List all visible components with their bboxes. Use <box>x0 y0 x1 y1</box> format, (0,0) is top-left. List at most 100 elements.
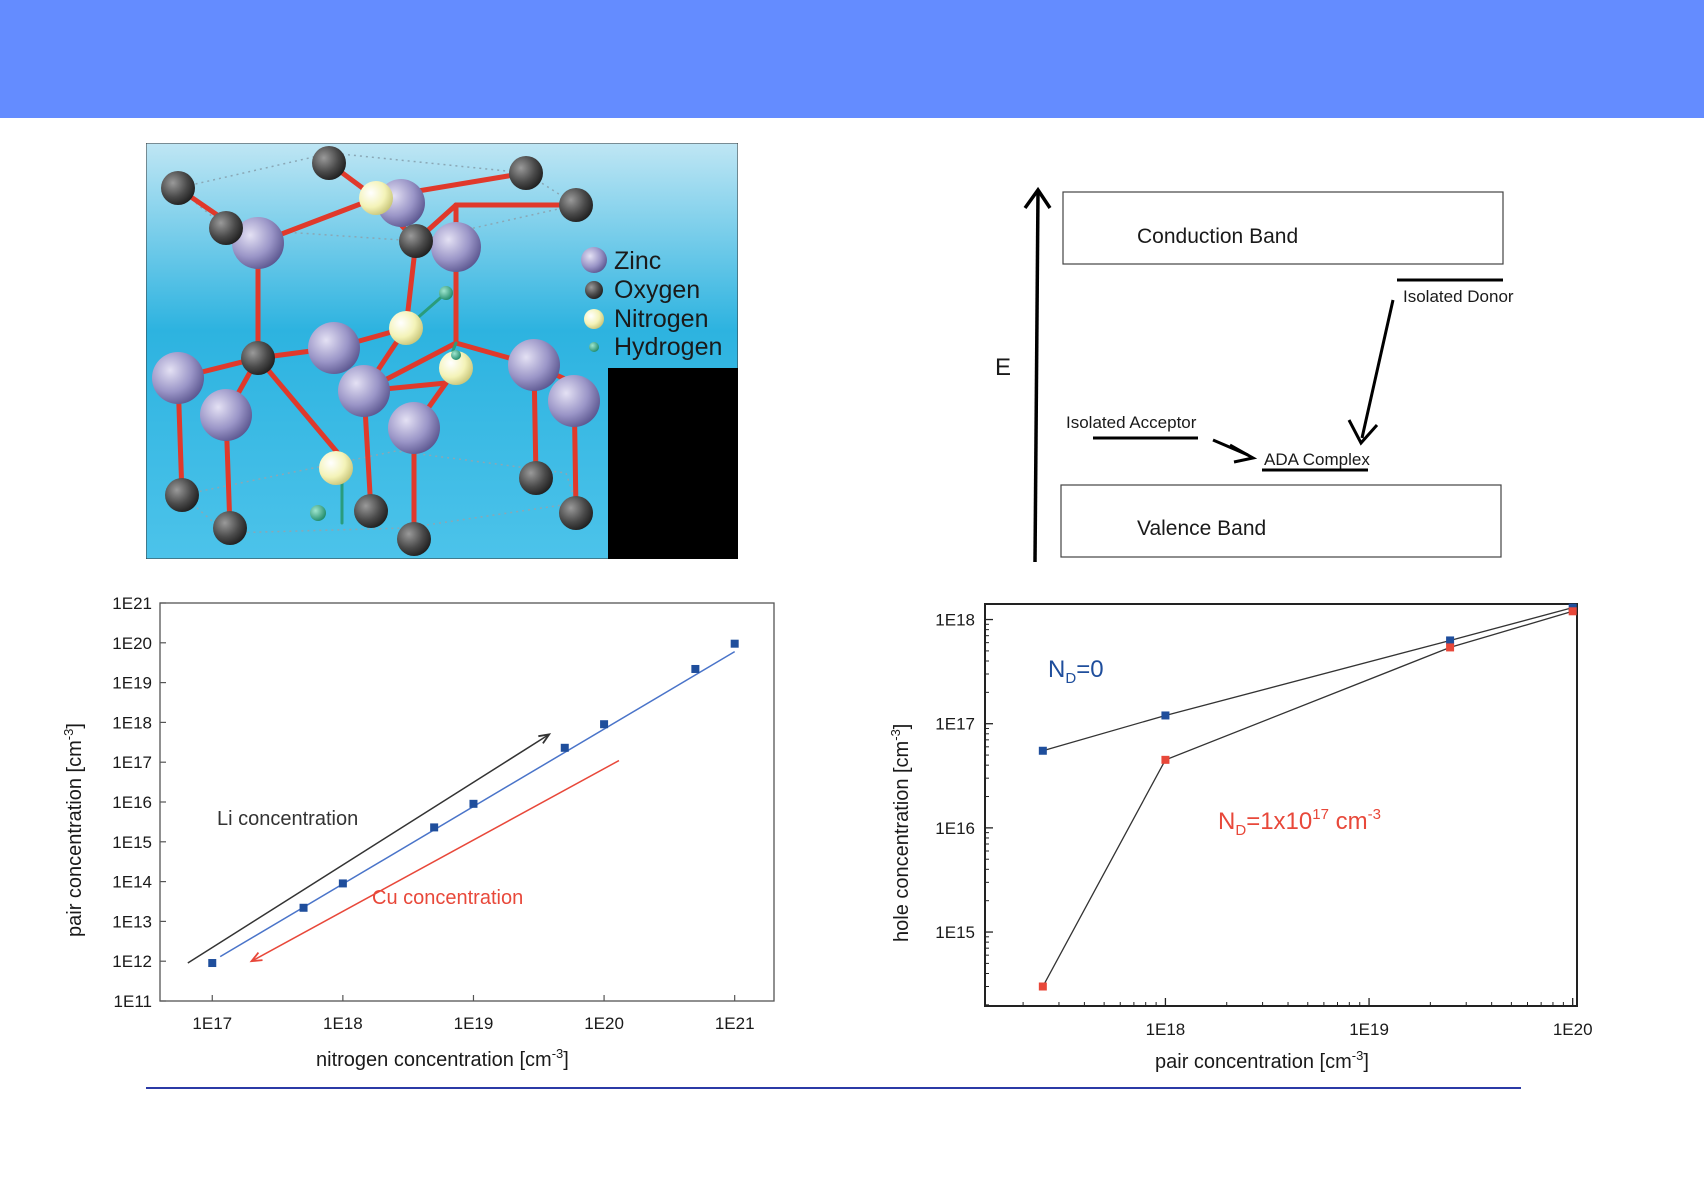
chart1-annotation-arrow <box>251 759 620 962</box>
chart2-series1-label: ND=0 <box>1048 656 1104 687</box>
chart2-plot-area <box>984 603 1578 1007</box>
chart2-ytick-label: 1E16 <box>935 819 975 838</box>
complex-label: ADA Complex <box>1264 450 1370 469</box>
legend-oxygen: Oxygen <box>614 276 700 304</box>
chart1-xlabel-sup: -3 <box>552 1046 564 1061</box>
chart1-ytick-label: 1E20 <box>112 634 152 653</box>
chart1-annotation-arrowhead <box>249 952 263 963</box>
chart2-data-point <box>1446 643 1455 652</box>
chart1-annotation-arrowhead <box>538 733 552 744</box>
zinc-atom-icon <box>581 247 607 273</box>
legend-zinc: Zinc <box>614 247 661 275</box>
chart1-xlabel-end: ] <box>563 1049 569 1071</box>
chart1-data-point <box>430 823 439 832</box>
s2-label-main: N <box>1218 808 1235 835</box>
atom-legend: Zinc Oxygen Nitrogen Hydrogen <box>581 247 722 361</box>
chart1-data-point <box>730 639 739 648</box>
chart1-data-point <box>299 903 308 912</box>
nitrogen-atom-icon <box>584 309 604 329</box>
chart1-ytick-label: 1E18 <box>112 713 152 732</box>
chart1-xtick-label: 1E19 <box>454 1014 494 1033</box>
footer-rule <box>146 1087 1521 1089</box>
chart2-data-point <box>1161 755 1170 764</box>
chart2-data-point <box>1161 711 1170 720</box>
s2-label-sub: D <box>1235 822 1246 839</box>
chart1-li-annotation: Li concentration <box>217 808 358 830</box>
chart2-xlabel-text: pair concentration [cm <box>1155 1051 1352 1073</box>
energy-axis-arrowhead <box>1023 186 1052 210</box>
chart2-xtick-label: 1E19 <box>1349 1020 1389 1039</box>
chart2-xtick-label: 1E18 <box>1146 1020 1186 1039</box>
chart1-data-point <box>469 799 478 808</box>
chart2-data-point <box>1568 607 1577 616</box>
header-bar <box>0 0 1704 118</box>
s2-label-unit: cm <box>1329 808 1368 835</box>
chart1-ylabel-sup: -3 <box>61 729 76 741</box>
oxygen-atoms <box>161 146 593 556</box>
chart1-ytick-label: 1E19 <box>112 674 152 693</box>
chart2-ylabel-text: hole concentration [cm <box>891 741 913 942</box>
energy-axis <box>1033 191 1040 563</box>
chart2-ylabel-sup: -3 <box>888 729 903 741</box>
chart1-data-point <box>208 959 217 968</box>
energy-axis-label: E <box>995 354 1011 381</box>
chart1-ytick-label: 1E21 <box>112 594 152 613</box>
donor-arrow-head <box>1347 419 1379 446</box>
chart1-plot-area <box>159 602 775 1002</box>
band-diagram: E Conduction Band Valence Band Isolated … <box>980 180 1540 570</box>
s1-label-sub: D <box>1065 670 1076 687</box>
legend-hydrogen: Hydrogen <box>614 333 722 361</box>
chart1-xlabel-text: nitrogen concentration [cm <box>316 1049 552 1071</box>
conduction-band-label: Conduction Band <box>1137 225 1298 248</box>
oxygen-atom-icon <box>585 281 603 299</box>
chart1-xtick-label: 1E21 <box>715 1014 755 1033</box>
chart1-ytick-label: 1E15 <box>112 833 152 852</box>
chart2-xlabel-end: ] <box>1363 1051 1369 1073</box>
chart1-xlabel: nitrogen concentration [cm-3] <box>316 1046 569 1071</box>
legend-nitrogen: Nitrogen <box>614 305 709 333</box>
chart2-xtick-label: 1E20 <box>1553 1020 1593 1039</box>
nitrogen-atoms <box>319 181 473 485</box>
donor-arrow <box>1360 299 1395 439</box>
valence-band-box <box>1060 484 1502 558</box>
hydrogen-atoms <box>310 286 461 521</box>
donor-label: Isolated Donor <box>1403 287 1514 306</box>
chart1-data-point <box>338 879 347 888</box>
chart1-xtick-label: 1E20 <box>584 1014 624 1033</box>
chart2-series-line <box>1042 610 1573 987</box>
chart1-data-point <box>560 743 569 752</box>
chart1-xtick-label: 1E18 <box>323 1014 363 1033</box>
chart2-ytick-label: 1E15 <box>935 923 975 942</box>
hydrogen-atom-icon <box>589 342 599 352</box>
chart1-data-point <box>691 664 700 673</box>
crystal-structure-svg: Zinc Oxygen Nitrogen Hydrogen <box>145 142 739 560</box>
chart2-data-point <box>1038 746 1047 755</box>
chart1-ytick-label: 1E17 <box>112 753 152 772</box>
s1-label-main: N <box>1048 656 1065 683</box>
valence-band-label: Valence Band <box>1137 517 1266 540</box>
acceptor-arrow-head <box>1229 443 1258 464</box>
chart1-ytick-label: 1E16 <box>112 793 152 812</box>
chart1-ytick-label: 1E14 <box>112 873 152 892</box>
chart1-ylabel-text: pair concentration [cm <box>64 740 86 937</box>
chart1-ytick-label: 1E12 <box>112 952 152 971</box>
chart2-ytick-label: 1E18 <box>935 611 975 630</box>
chart1-svg: 1E111E121E131E141E151E161E171E181E191E20… <box>61 594 775 1071</box>
chart2-data-point <box>1038 982 1047 991</box>
chart2-series-line <box>1042 607 1573 752</box>
band-diagram-svg: E Conduction Band Valence Band Isolated … <box>995 186 1514 563</box>
chart2-data-point <box>1446 636 1455 645</box>
chart1-ylabel-end: ] <box>64 723 86 729</box>
chart2-ylabel-end: ] <box>891 724 913 730</box>
chart1-ytick-label: 1E13 <box>112 912 152 931</box>
chart2-series2-label: ND=1x1017 cm-3 <box>1218 806 1381 839</box>
s2-label-rest: =1x10 <box>1246 808 1312 835</box>
black-block <box>608 368 738 559</box>
chart1-ylabel: pair concentration [cm-3] <box>61 723 86 937</box>
chart2-xlabel: pair concentration [cm-3] <box>1155 1048 1369 1073</box>
s2-label-sup: 17 <box>1312 806 1329 823</box>
acceptor-label: Isolated Acceptor <box>1066 413 1197 432</box>
